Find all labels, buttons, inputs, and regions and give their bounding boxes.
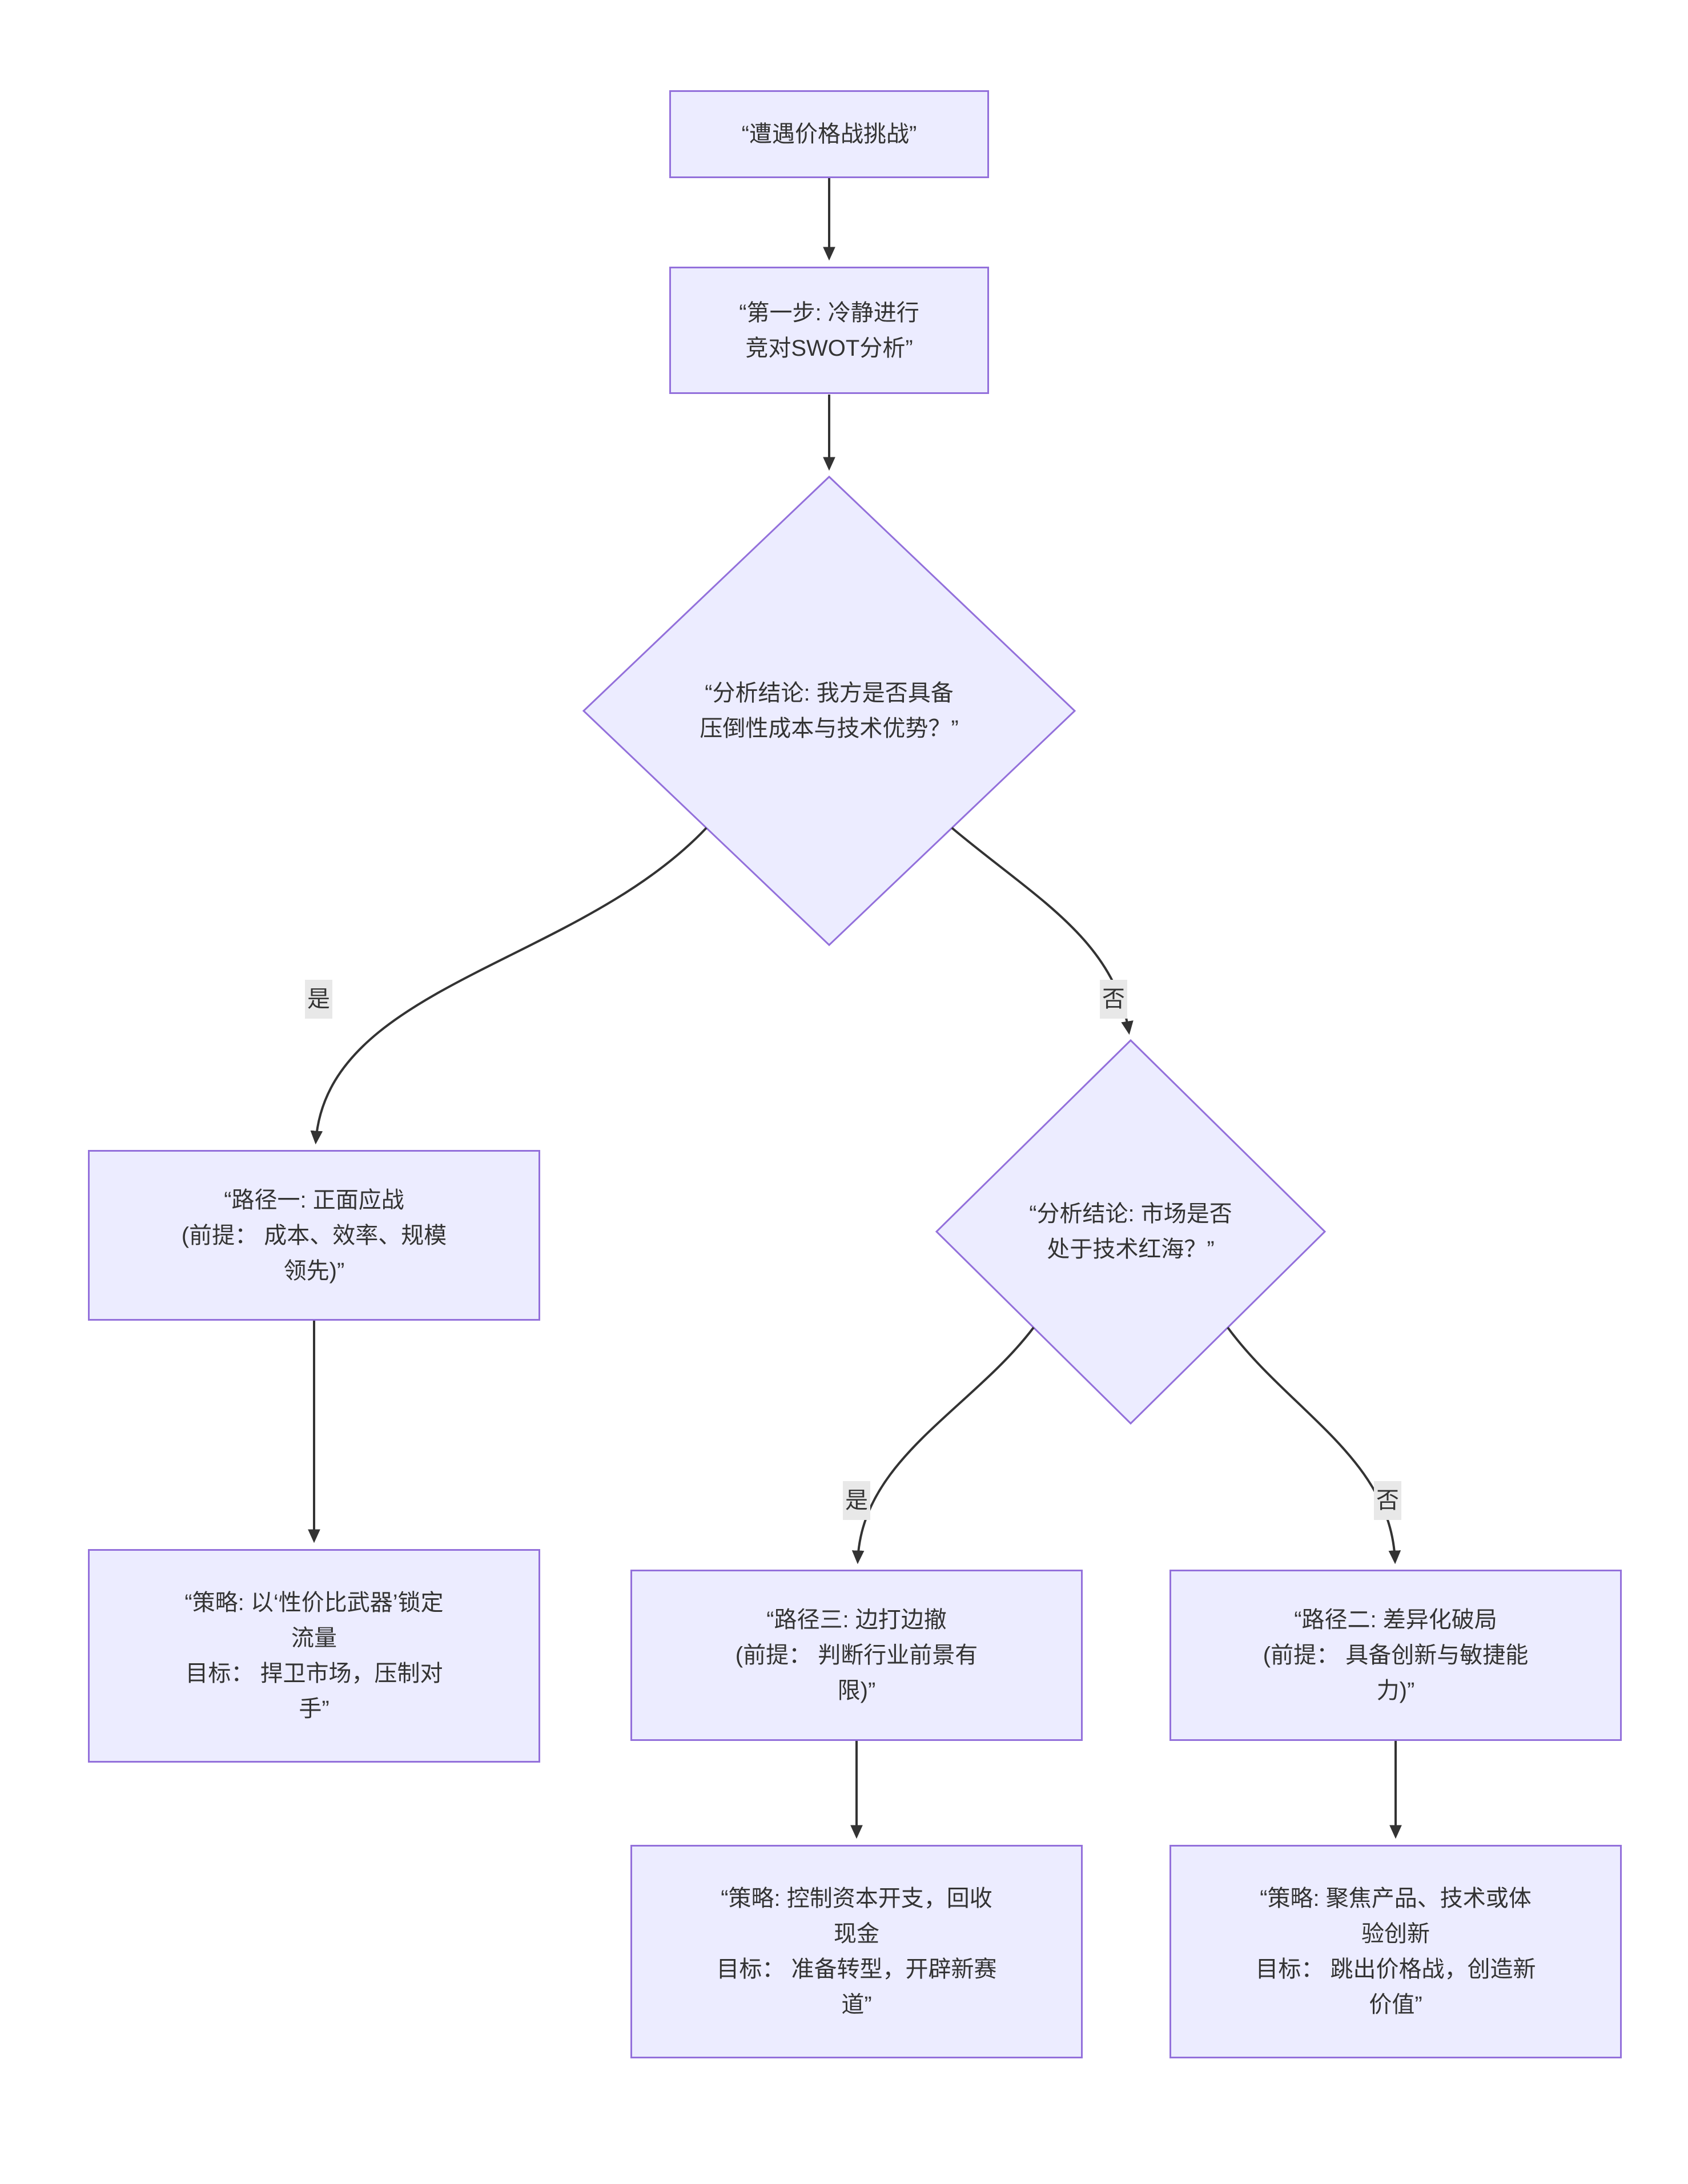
node-label: “分析结论: 我方是否具备	[705, 681, 954, 706]
node-label: 现金	[834, 1921, 879, 1946]
edge-label-no-1: 否	[1100, 980, 1127, 1019]
node-label: 流量	[291, 1626, 337, 1651]
node-label: 目标： 跳出价格战，创造新	[1255, 1957, 1536, 1982]
node-label: “路径三: 边打边撤	[766, 1607, 947, 1632]
node-label: 压倒性成本与技术优势？”	[700, 716, 959, 741]
node-label: “策略: 控制资本开支，回收	[721, 1886, 992, 1911]
node-label: “路径一: 正面应战	[224, 1187, 404, 1213]
node-label: “路径二: 差异化破局	[1294, 1607, 1497, 1632]
node-strategy3-capex-control: “策略: 控制资本开支，回收 现金 目标： 准备转型，开辟新赛 道”	[630, 1845, 1083, 2058]
node-challenge: “遭遇价格战挑战”	[669, 90, 989, 178]
node-label: (前提： 具备创新与敏捷能	[1263, 1643, 1529, 1668]
node-label: 处于技术红海？”	[1047, 1237, 1215, 1262]
node-label: “遭遇价格战挑战”	[741, 122, 917, 147]
node-label: 道”	[841, 1992, 872, 2017]
node-label: (前提： 成本、效率、规模	[181, 1222, 447, 1248]
node-path1-head-on: “路径一: 正面应战 (前提： 成本、效率、规模 领先)”	[88, 1150, 540, 1321]
edge-decision-redsea-yes-to-path3	[851, 1326, 1035, 1564]
node-strategy1-cost-performance: “策略: 以‘性价比武器’锁定 流量 目标： 捍卫市场，压制对 手”	[88, 1549, 540, 1763]
edge-decision-redsea-no-to-path2	[1227, 1326, 1401, 1564]
node-label: “策略: 聚焦产品、技术或体	[1260, 1886, 1532, 1911]
edge-decision-advantage-yes-to-path1	[310, 827, 708, 1145]
node-label: (前提： 判断行业前景有	[735, 1643, 978, 1668]
node-path2-differentiation: “路径二: 差异化破局 (前提： 具备创新与敏捷能 力)”	[1169, 1570, 1622, 1741]
edge-label-yes-2: 是	[843, 1481, 870, 1520]
node-label: 限)”	[837, 1678, 876, 1703]
decision-label-cost-advantage: “分析结论: 我方是否具备 压倒性成本与技术优势？”	[652, 675, 1006, 746]
node-label: 领先)”	[283, 1258, 345, 1284]
node-label: 手”	[299, 1696, 329, 1722]
node-label: “分析结论: 市场是否	[1029, 1201, 1232, 1226]
node-strategy2-innovation: “策略: 聚焦产品、技术或体 验创新 目标： 跳出价格战，创造新 价值”	[1169, 1845, 1622, 2058]
decision-diamond-red-sea	[935, 1039, 1327, 1425]
node-label: 竞对SWOT分析”	[745, 335, 913, 361]
node-step1-swot: “第一步: 冷静进行 竞对SWOT分析”	[669, 267, 989, 394]
edge-label-yes-1: 是	[305, 980, 332, 1019]
node-label: “第一步: 冷静进行	[739, 300, 919, 325]
node-path3-fight-and-retreat: “路径三: 边打边撤 (前提： 判断行业前景有 限)”	[630, 1570, 1083, 1741]
decision-label-red-sea: “分析结论: 市场是否 处于技术红海？”	[982, 1196, 1279, 1267]
node-label: “策略: 以‘性价比武器’锁定	[184, 1590, 444, 1615]
node-label: 目标： 捍卫市场，压制对	[185, 1661, 443, 1686]
node-label: 价值”	[1369, 1992, 1422, 2017]
edge-label-no-2: 否	[1374, 1481, 1401, 1520]
node-label: 目标： 准备转型，开辟新赛	[716, 1957, 997, 1982]
node-label: 验创新	[1361, 1921, 1430, 1946]
node-label: 力)”	[1376, 1678, 1415, 1703]
